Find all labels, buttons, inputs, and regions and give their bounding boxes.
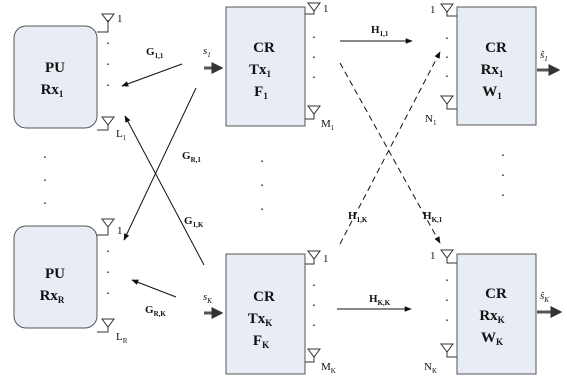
pu1-antenna-dot: ·	[106, 58, 111, 73]
channel-h11: H1,1	[340, 24, 413, 44]
cr-tx-k-line1: CR	[253, 289, 275, 305]
tx1-antenna-top-label: 1	[323, 3, 329, 15]
pur-antenna-dot: ·	[106, 245, 111, 260]
cr-rx-k-node: CR RxK WK	[456, 253, 537, 375]
sk-input-label: sK	[203, 291, 212, 305]
pu1-antenna-dot: ·	[106, 79, 111, 94]
rxk-antenna-dot: ·	[445, 314, 450, 329]
pu-rx-1-node: PU Rx1	[13, 25, 98, 129]
cr-rx-k-line1: CR	[485, 286, 507, 302]
input-arrow-s1: s1	[203, 45, 224, 74]
tx1-antenna-bottom-label: M1	[321, 118, 335, 132]
cr-rx-1-line3: W1	[482, 84, 502, 101]
channel-gr1: GR,1	[123, 87, 201, 241]
channel-hkk: HK,K	[337, 293, 412, 312]
channel-hk1: HK,1	[339, 62, 443, 244]
pu-vertical-dot: ·	[43, 197, 48, 212]
rxk-antenna-top-label: 1	[430, 250, 436, 262]
rx1-antenna-dot: ·	[445, 70, 450, 85]
cr-rx-1-antennas: 1 N1 · · ·	[425, 3, 457, 127]
cr-tx-1-node: CR Tx1 F1	[225, 6, 306, 127]
channel-g11: G1,1	[121, 46, 183, 87]
rxk-antenna-bottom-label: NK	[424, 361, 437, 375]
tx1-antenna-dot: ·	[312, 51, 317, 66]
txk-antenna-top-label: 1	[323, 253, 329, 265]
s1-input-label: s1	[203, 45, 211, 59]
pu1-antenna-top-label: 1	[117, 13, 123, 25]
rx1-antenna-dot: ·	[445, 32, 450, 47]
cr-tx-k-line3: FK	[253, 333, 269, 350]
pu-rx-1-line2: Rx1	[41, 82, 64, 99]
tx-vertical-dot: ·	[260, 155, 265, 170]
channel-g1k: G1,K	[124, 115, 205, 266]
txk-antenna-dot: ·	[312, 299, 317, 314]
cr-tx-1-line3: F1	[254, 84, 268, 101]
rxk-antenna-dot: ·	[445, 274, 450, 289]
cr-rx-k-antennas: 1 NK · · ·	[424, 249, 457, 375]
channel-g1k-label: G1,K	[184, 215, 204, 229]
tx1-antenna-dot: ·	[312, 31, 317, 46]
cr-rx-1-line2: Rx1	[481, 62, 504, 79]
channel-h1k-label: H1,K	[348, 210, 368, 224]
cr-tx-k-line2: TxK	[248, 311, 273, 328]
tx-vertical-dot: ·	[260, 203, 265, 218]
channel-hk1-label: HK,1	[423, 210, 443, 224]
pur-antenna-dot: ·	[106, 287, 111, 302]
pur-antenna-dot: ·	[106, 266, 111, 281]
channel-hkk-label: HK,K	[369, 293, 391, 307]
pu-vertical-dot: ·	[43, 151, 48, 166]
cr-tx-1-antennas: 1 M1 · · ·	[305, 2, 335, 132]
pur-antenna-top-label: 1	[117, 225, 123, 237]
rxk-antenna-dot: ·	[445, 294, 450, 309]
pu1-antenna-dot: ·	[106, 37, 111, 52]
txk-antenna-dot: ·	[312, 279, 317, 294]
pu-rx-1-line1: PU	[45, 60, 65, 76]
channel-h1k: H1,K	[339, 51, 441, 245]
cr-tx-k-node: CR TxK FK	[225, 253, 306, 375]
cr-tx-k-antennas: 1 MK · · ·	[305, 250, 336, 375]
tx-vertical-dot: ·	[260, 179, 265, 194]
tx1-antenna-dot: ·	[312, 71, 317, 86]
cr-rx-k-line2: RxK	[479, 308, 504, 325]
channel-g11-label: G1,1	[146, 46, 164, 60]
txk-antenna-bottom-label: MK	[321, 361, 336, 375]
pu-rx-r-line2: RxR	[40, 288, 65, 305]
pu1-antenna-bottom-label: L1	[116, 128, 127, 142]
pur-antenna-bottom-label: LR	[116, 331, 128, 345]
channel-grk-label: GR,K	[145, 304, 166, 318]
cr-rx-1-node: CR Rx1 W1	[456, 6, 537, 126]
pu-rx-1-antennas: 1 L1 · · ·	[97, 13, 127, 142]
cr-rx-1-line1: CR	[485, 40, 507, 56]
pu-vertical-dot: ·	[43, 174, 48, 189]
pu-rx-r-node: PU RxR	[13, 225, 98, 329]
txk-antenna-dot: ·	[312, 319, 317, 334]
cr-rx-k-line3: WK	[481, 330, 503, 347]
output-arrow-sk: ŝK	[537, 290, 563, 318]
channel-h11-label: H1,1	[371, 24, 389, 38]
rx1-antenna-bottom-label: N1	[425, 113, 437, 127]
pu-rx-r-line1: PU	[45, 266, 65, 282]
rx1-antenna-top-label: 1	[430, 4, 436, 16]
channel-grk: GR,K	[131, 279, 177, 318]
output-arrow-s1: ŝ1	[537, 49, 561, 76]
s1-output-label: ŝ1	[540, 49, 548, 63]
rx-vertical-dot: ·	[501, 169, 506, 184]
channel-gr1-label: GR,1	[182, 150, 201, 164]
cr-tx-1-line2: Tx1	[249, 62, 272, 79]
cr-tx-1-line1: CR	[253, 40, 275, 56]
input-arrow-sk: sK	[203, 291, 224, 319]
rx-vertical-dot: ·	[501, 149, 506, 164]
pu-rx-r-antennas: 1 LR · · ·	[97, 218, 128, 345]
sk-output-label: ŝK	[540, 290, 549, 304]
rx-vertical-dot: ·	[501, 189, 506, 204]
rx1-antenna-dot: ·	[445, 51, 450, 66]
